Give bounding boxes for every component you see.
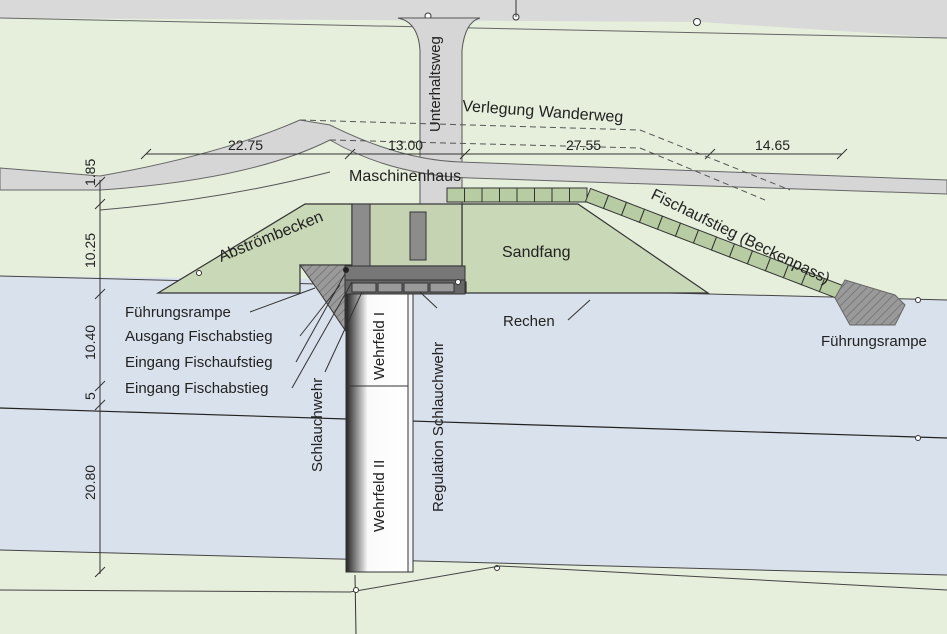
leader-ausgang <box>299 284 341 337</box>
fishpass-basin <box>464 187 483 203</box>
lower-node <box>353 587 359 593</box>
lower-bank-line <box>0 565 947 593</box>
verlegung-wanderweg-path <box>299 119 791 191</box>
fishpass-basin <box>516 187 535 203</box>
fischaufstieg-beckenpass <box>446 187 844 300</box>
leader-schlauchwehr <box>324 291 363 373</box>
schlauchwehr-regulation-strip <box>407 293 414 573</box>
schlauchwehr-label: Schlauchwehr <box>309 378 326 472</box>
dimension-label: 22.75 <box>228 137 263 153</box>
verlegung-wanderweg-path <box>329 139 766 201</box>
dimension-tick <box>94 198 106 210</box>
river-water <box>0 276 947 634</box>
dimension-tick <box>704 148 716 160</box>
dimension-label: 10.25 <box>82 233 98 268</box>
ausgang-fischabstieg-label: Ausgang Fischabstieg <box>125 328 273 345</box>
marker-dot <box>455 279 461 285</box>
leader-eingang-aufstieg <box>295 271 347 363</box>
dimension-label: 5 <box>82 392 98 400</box>
fishpass-basin <box>481 187 500 203</box>
dimension-label: 13.00 <box>388 137 423 153</box>
fuehrungsrampe-left-ramp <box>299 264 346 332</box>
rechen-label: Rechen <box>503 313 555 330</box>
hiking-path-curve <box>99 171 331 211</box>
lower-road-line <box>354 574 357 634</box>
fuehrungsrampe-right-label: Führungsrampe <box>821 333 927 350</box>
rechen-cell <box>377 282 403 293</box>
river-centerline <box>0 407 947 439</box>
fuehrungsrampe-left-label: Führungsrampe <box>125 304 231 321</box>
leader-eingang-abstieg <box>291 281 353 389</box>
dimension-label: 14.65 <box>755 137 790 153</box>
intake-bar <box>344 265 466 281</box>
wehrfeld-2-label: Wehrfeld II <box>371 460 388 532</box>
fishpass-basin <box>499 187 518 203</box>
maschinenhaus-label: Maschinenhaus <box>349 168 461 185</box>
fishpass-basin <box>551 187 570 203</box>
dimension-tick <box>94 566 106 578</box>
dimension-tick <box>94 399 106 411</box>
dimension-tick <box>94 176 106 188</box>
dimension-label: 27.55 <box>566 137 601 153</box>
fuehrungsrampe-right-ramp <box>834 279 906 326</box>
unterhaltsweg-label: Unterhaltsweg <box>427 36 444 132</box>
wehrfeld-1-label: Wehrfeld I <box>371 312 388 380</box>
dimension-tick <box>836 148 848 160</box>
hiking-path <box>0 119 947 195</box>
river-bank-bottom <box>0 550 947 634</box>
river-node <box>915 435 921 441</box>
marker-dot <box>343 267 349 273</box>
eingang-fischaufstieg-label: Eingang Fischaufstieg <box>125 354 273 371</box>
eingang-fischabstieg-label: Eingang Fischabstieg <box>125 380 268 397</box>
marker-dot <box>196 270 202 276</box>
leader-regulation <box>419 291 438 309</box>
dimension-tick <box>94 380 106 392</box>
dimension-tick <box>459 148 471 160</box>
regulation-schlauchwehr-label: Regulation Schlauchwehr <box>430 342 447 512</box>
leader-fuehrungsrampe <box>249 287 316 313</box>
maschinenhaus-turbine <box>409 211 427 261</box>
dimension-tick <box>344 148 356 160</box>
dimension-tick <box>140 148 152 160</box>
fishpass-basin <box>569 187 588 203</box>
rechen-cell <box>429 282 455 293</box>
road-node <box>693 18 701 26</box>
rechen-cell <box>403 282 429 293</box>
maschinenhaus-left-wall <box>351 203 371 267</box>
dimension-tick <box>94 288 106 300</box>
rechen-cell <box>351 282 377 293</box>
top-road-edge <box>0 17 947 39</box>
fishpass-basin <box>534 187 553 203</box>
dimension-label: 1.85 <box>82 159 98 186</box>
river-node <box>915 297 921 303</box>
river-bank-line <box>0 549 947 576</box>
fishpass-basin <box>446 187 465 203</box>
dimension-label: 10.40 <box>82 325 98 360</box>
leader-rechen <box>567 299 591 321</box>
sandfang-label: Sandfang <box>502 244 571 261</box>
dimension-label: 20.80 <box>82 465 98 500</box>
